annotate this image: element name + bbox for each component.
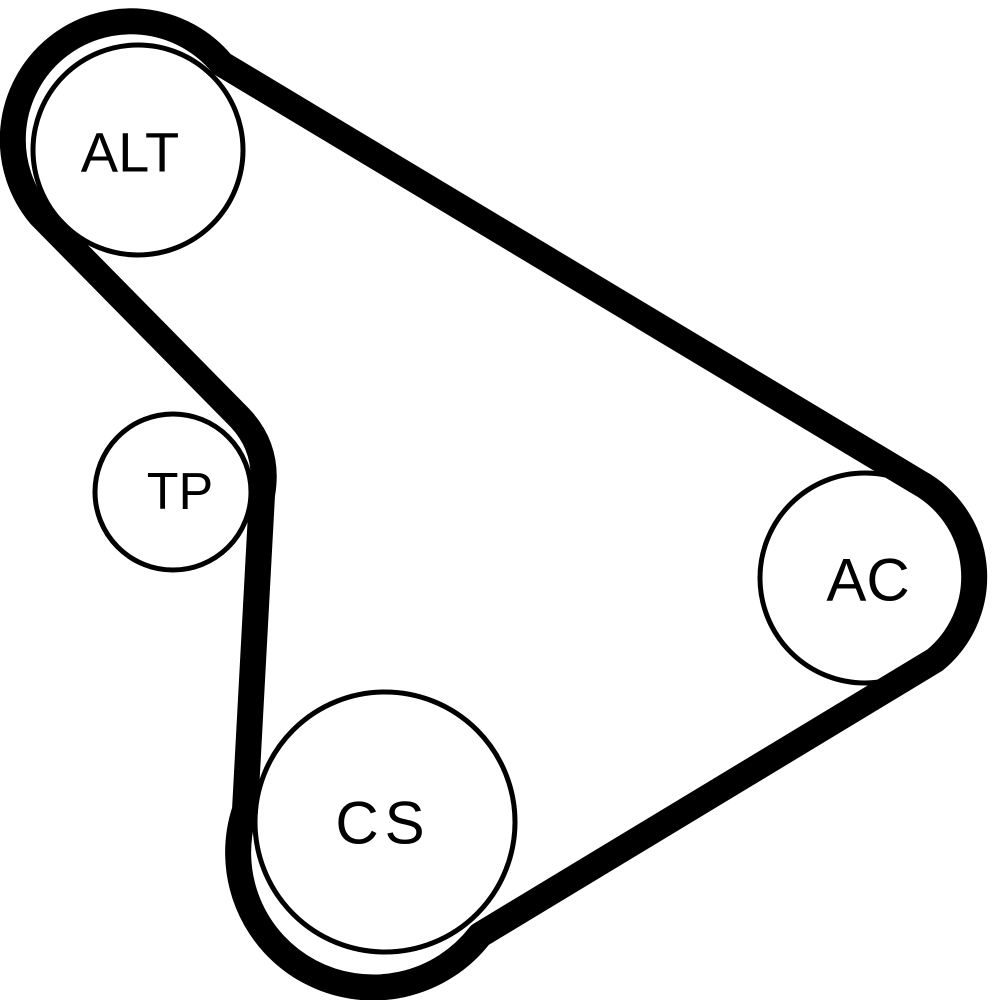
pulley-tp-label: TP (147, 463, 213, 521)
pulley-cs-label: CS (335, 790, 430, 857)
pulley-alt-label: ALT (81, 121, 180, 184)
pulley-alt (30, 42, 246, 258)
serpentine-belt (0, 8, 988, 1000)
pulley-ac-label: AC (826, 547, 909, 614)
pulley-cs (252, 689, 518, 955)
